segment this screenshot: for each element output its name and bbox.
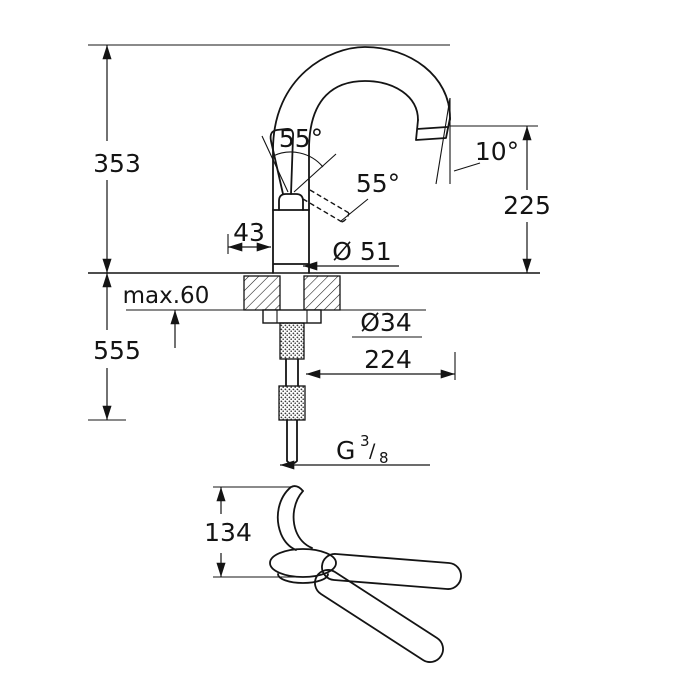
- angle-55-swivel-label: 55°: [356, 169, 400, 198]
- dim-225-label: 225: [503, 191, 551, 220]
- cartridge-dome: [278, 193, 304, 211]
- dim-43-label: 43: [233, 218, 265, 247]
- reference-lines: [88, 44, 540, 421]
- dim-134-extensions: [213, 486, 300, 578]
- mounting-nut-facets: [276, 310, 308, 323]
- dim-d51-label: Ø 51: [332, 237, 391, 266]
- spout-inner-curve: [308, 80, 419, 211]
- dim-max60-label: max.60: [123, 283, 210, 309]
- dimensions: 353 555 225 55° 55° 10° 43 Ø 51 max.60: [93, 45, 551, 578]
- hose-lower: [286, 419, 298, 465]
- angle-55-swivel-leader: [340, 198, 369, 222]
- lever-bottom-view-right-edge: [292, 490, 313, 549]
- angle-10-label: 10°: [475, 137, 519, 166]
- under-counter-assembly: [243, 275, 341, 465]
- lever-bottom-view-tip: [290, 485, 304, 492]
- body-base-ellipse: [269, 548, 337, 578]
- spout-swivel-position-2: [314, 569, 444, 663]
- dim-224-label: 224: [364, 345, 412, 374]
- lever-handle: [269, 128, 295, 195]
- thread-denominator-label: 8: [379, 449, 389, 467]
- spout-outer-curve: [272, 46, 451, 211]
- faucet-bottom-view: [269, 485, 462, 663]
- dim-353-label: 353: [93, 149, 141, 178]
- angle-55-open-rays: [261, 135, 337, 193]
- body-base-inner-arc: [277, 573, 329, 584]
- angle-55-open-label: 55°: [279, 124, 323, 153]
- spout-swivel-position-1: [321, 553, 462, 590]
- spout-outlet: [415, 117, 451, 141]
- thread-numerator-label: 3: [360, 432, 370, 450]
- thread-slash-label: /: [369, 440, 376, 462]
- dim-555-label: 555: [93, 336, 141, 365]
- angle-55-open-arc: [272, 151, 324, 168]
- hose-upper: [285, 358, 299, 387]
- thread-prefix-label: G: [336, 436, 355, 465]
- dim-d34-label: Ø34: [360, 308, 412, 337]
- hose-connector: [278, 385, 306, 421]
- dim-134-label: 134: [204, 518, 252, 547]
- threaded-shank: [279, 322, 305, 360]
- lever-bottom-view-left-edge: [277, 486, 297, 551]
- mounting-nut: [262, 309, 322, 324]
- angle-10-leader: [453, 162, 481, 172]
- angle-10-rays: [435, 97, 451, 185]
- counter-section-left: [243, 275, 281, 311]
- counter-section-right: [303, 275, 341, 311]
- faucet-body: [272, 209, 310, 274]
